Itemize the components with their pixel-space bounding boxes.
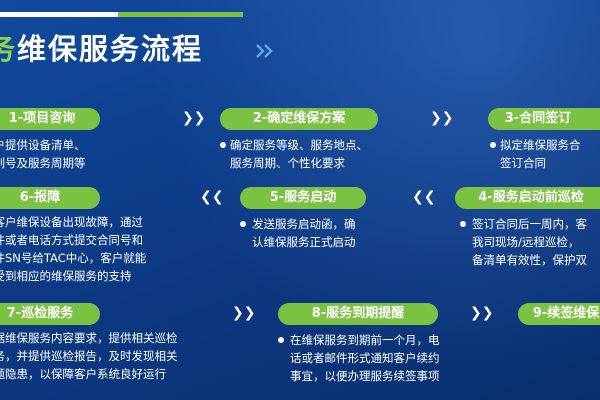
step-4-line-3: 备清单有效性，保护双 <box>472 253 587 267</box>
step-6-desc: 当客户维保设备出现故障，通过 邮件或者电话方式提交合同号和 配件SN号给TAC中… <box>0 213 187 285</box>
step-4-desc: 签订合同后一周内，客 我司现场/远程巡检， 备清单有效性，保护双 <box>472 215 600 269</box>
step-2-line-1: 确定服务等级、服务地点、 <box>230 138 368 152</box>
step-1-pill: 1-项目咨询 <box>0 108 100 130</box>
step-6-line-3: 配件SN号给TAC中心，客户就能 <box>0 251 147 265</box>
step-8-line-2: 话或者邮件形式通知客户续约 <box>290 351 440 365</box>
step-9-pill: 9-续签维保 <box>518 303 600 325</box>
step-1-label: 1-项目咨询 <box>8 111 76 126</box>
step-6-pill: 6-报障 <box>0 187 100 209</box>
step-1-to-2-arrow-icon: ❯❯ <box>182 110 206 126</box>
step-3-bullet-icon <box>490 142 496 148</box>
step-4-to-5-arrow-icon: ❯❯ <box>412 189 436 205</box>
step-1-line-2: 序列号及服务周期等 <box>0 156 86 170</box>
step-3-line-2: 签订合同 <box>500 156 546 170</box>
step-5-line-2: 认维保服务正式启动 <box>252 235 356 249</box>
step-7-line-1: 根据维保服务内容要求，提供相关巡检 <box>0 331 178 345</box>
step-2-to-3-arrow-icon: ❯❯ <box>430 110 454 126</box>
step-4-pill: 4-服务启动前巡检 <box>455 187 600 209</box>
step-5-desc: 发送服务启动函，确 认维保服务正式启动 <box>252 215 402 251</box>
step-1-desc: 客户提供设备清单、 序列号及服务周期等 <box>0 136 162 172</box>
step-8-pill: 8-服务到期提醒 <box>278 303 438 325</box>
step-8-line-3: 事宜，以便办理服务续签事项 <box>290 369 440 383</box>
step-1-line-1: 客户提供设备清单、 <box>0 138 86 152</box>
step-7-pill: 7-巡检服务 <box>0 303 100 325</box>
step-5-pill: 5-服务启动 <box>240 187 366 209</box>
top-decor-bar-white <box>0 12 120 17</box>
step-9-label: 9-续签维保 <box>532 306 600 321</box>
step-5-label: 5-服务启动 <box>269 190 337 205</box>
step-2-desc: 确定服务等级、服务地点、 服务周期、个性化要求 <box>230 136 400 172</box>
step-6-line-1: 当客户维保设备出现故障，通过 <box>0 215 143 229</box>
step-7-line-3: 问题隐患，以保障客户系统良好运行 <box>0 367 166 381</box>
step-7-to-8-arrow-icon: ❯❯ <box>232 305 256 321</box>
step-8-line-1: 在维保服务到期前一个月，电 <box>290 333 440 347</box>
step-2-bullet-icon <box>220 142 226 148</box>
step-3-line-1: 拟定维保服务合 <box>500 138 581 152</box>
top-decor-bar-green <box>118 12 243 17</box>
step-8-desc: 在维保服务到期前一个月，电 话或者邮件形式通知客户续约 事宜，以便办理服务续签事… <box>290 331 460 385</box>
title-accent: 务 <box>0 32 18 66</box>
step-8-bullet-icon <box>278 337 284 343</box>
step-2-label: 2-确定维保方案 <box>252 111 346 126</box>
step-6-line-4: 享受到相应的维保服务的支持 <box>0 269 132 283</box>
step-5-to-6-arrow-icon: ❯❯ <box>200 189 224 205</box>
step-4-line-2: 我司现场/远程巡检， <box>472 235 580 249</box>
step-6-line-2: 邮件或者电话方式提交合同号和 <box>0 233 143 247</box>
page-title: 务维保服务流程 <box>0 26 203 68</box>
step-3-pill: 3-合同签订 <box>488 108 600 130</box>
step-7-line-2: 服务，并提供巡检报告，及时发现相关 <box>0 349 178 363</box>
step-7-desc: 根据维保服务内容要求，提供相关巡检 服务，并提供巡检报告，及时发现相关 问题隐患… <box>0 329 222 383</box>
title-main: 维保服务流程 <box>17 32 204 66</box>
step-2-line-2: 服务周期、个性化要求 <box>230 156 345 170</box>
step-4-label: 4-服务启动前巡检 <box>478 190 584 205</box>
step-8-label: 8-服务到期提醒 <box>311 306 405 321</box>
step-3-label: 3-合同签订 <box>504 111 572 126</box>
step-5-line-1: 发送服务启动函，确 <box>252 217 356 231</box>
step-3-desc: 拟定维保服务合 签订合同 <box>500 136 600 172</box>
step-4-line-1: 签订合同后一周内，客 <box>472 217 587 231</box>
title-chevron-icon <box>256 44 273 58</box>
step-6-label: 6-报障 <box>19 190 61 205</box>
step-4-bullet-icon <box>460 221 466 227</box>
step-7-label: 7-巡检服务 <box>6 306 74 321</box>
step-5-bullet-icon <box>240 221 246 227</box>
step-8-to-9-arrow-icon: ❯❯ <box>470 305 494 321</box>
step-2-pill: 2-确定维保方案 <box>220 108 378 130</box>
